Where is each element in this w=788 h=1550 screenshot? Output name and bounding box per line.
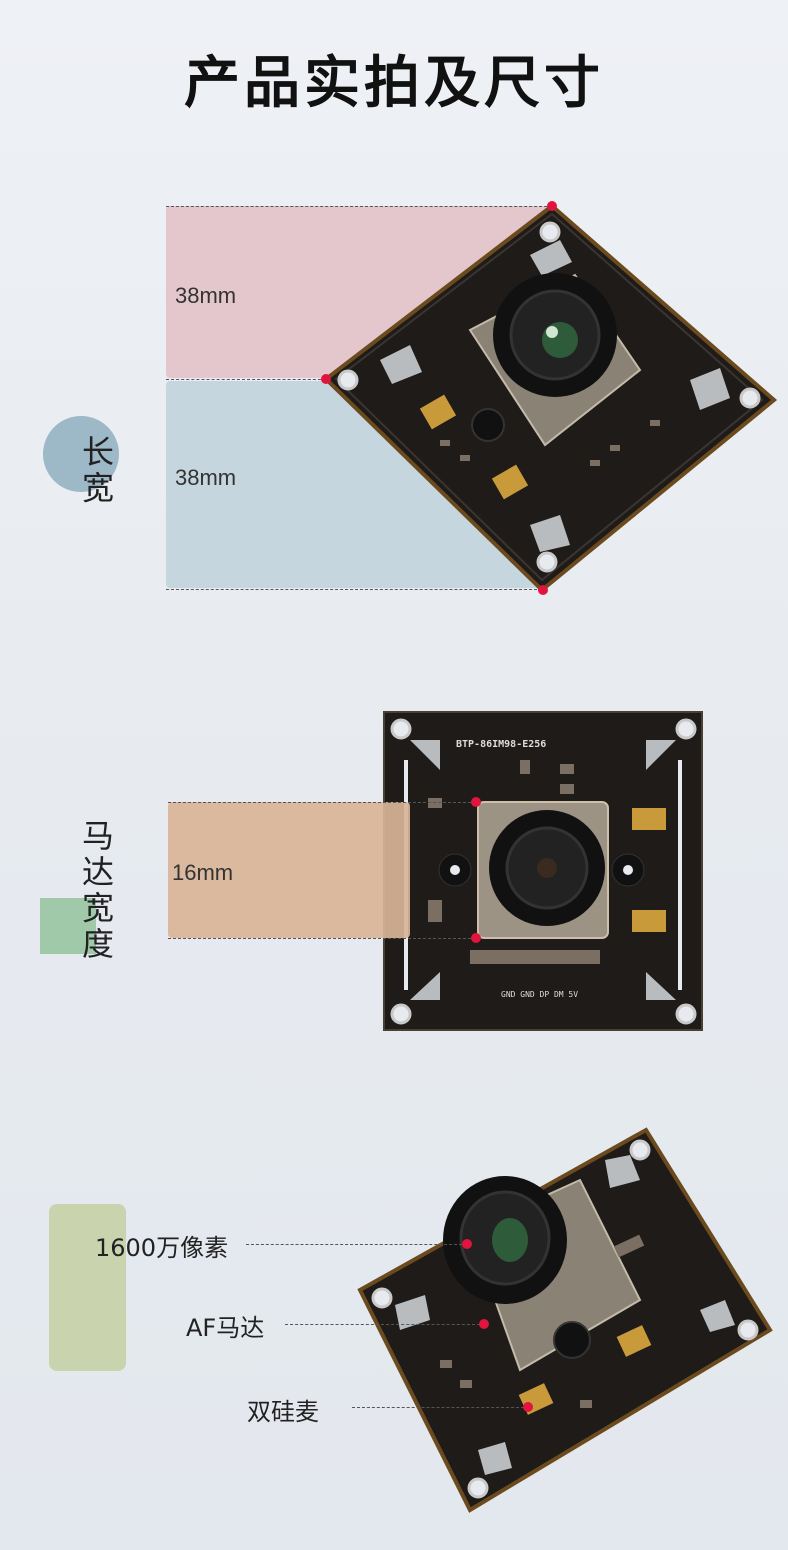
- board-model-text: BTP-86IM98-E256: [456, 739, 547, 750]
- motor-dot-bottom: [471, 933, 481, 943]
- section2-label: 马达宽度: [81, 817, 114, 963]
- dim-line-bottom: [166, 589, 542, 590]
- length-label: 38mm: [175, 283, 237, 308]
- decor-circle: [43, 416, 119, 492]
- feature-line-2: [285, 1324, 480, 1325]
- decor-rect: [49, 1204, 126, 1371]
- board-pins-text: GND GND DP DM 5V: [501, 990, 579, 999]
- camera-board-front-image: [383, 711, 703, 1031]
- camera-board-tilted-image: [357, 1127, 773, 1513]
- feature-resolution-label: 1600万像素: [95, 1234, 229, 1262]
- motor-line-top: [168, 802, 476, 803]
- feature-line-1: [246, 1244, 462, 1245]
- motor-dot-top: [471, 797, 481, 807]
- marker-dot-left: [321, 374, 331, 384]
- feature-dot-2: [479, 1319, 489, 1329]
- page-title: 产品实拍及尺寸: [184, 51, 604, 116]
- motor-width-label: 16mm: [172, 860, 234, 885]
- decor-square: [40, 898, 96, 954]
- feature-line-3: [352, 1407, 524, 1408]
- feature-af-motor-label: AF马达: [186, 1314, 265, 1342]
- marker-dot-bottom: [538, 585, 548, 595]
- dim-line-mid: [166, 379, 326, 380]
- marker-dot-top: [547, 201, 557, 211]
- motor-line-bottom: [168, 938, 476, 939]
- camera-board-angled-image: [322, 203, 778, 593]
- width-label: 38mm: [175, 465, 237, 490]
- section1-label: 长宽: [81, 433, 114, 507]
- feature-dot-1: [462, 1239, 472, 1249]
- dim-line-top: [166, 206, 552, 207]
- motor-band: [168, 802, 410, 938]
- feature-dual-mic-label: 双硅麦: [247, 1398, 319, 1426]
- feature-dot-3: [523, 1402, 533, 1412]
